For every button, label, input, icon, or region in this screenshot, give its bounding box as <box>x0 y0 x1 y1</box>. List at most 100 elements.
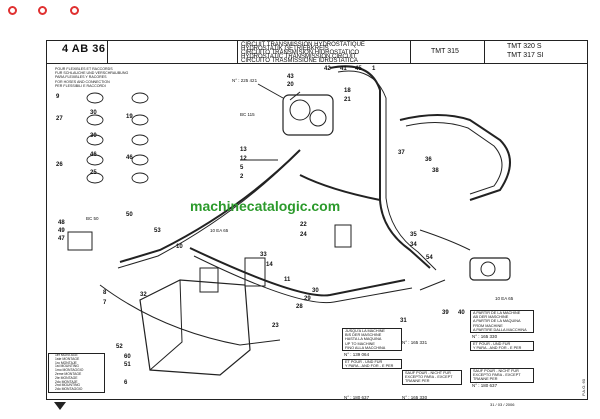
serial-line: Y PARA - AND FOR - E PER <box>473 346 522 351</box>
part-label: 12 <box>240 156 247 162</box>
part-label: 28 <box>296 304 303 310</box>
serial-line: EXCEPTO PARA - EXCEPT <box>473 373 521 378</box>
part-label: 1 <box>372 66 376 72</box>
serial-line: AB DER MASCHINE <box>473 315 509 320</box>
legend-line: 2do MONTAJE <box>55 379 78 384</box>
serial-line: A PARTIR DE LA MAQUINA <box>473 319 521 324</box>
serial-line: A PARTIR DE LA MACHINE <box>473 311 521 315</box>
part-label: 20 <box>287 82 294 88</box>
part-label: 33 <box>260 252 267 258</box>
serial-line: FINO ALLA MACCHINA <box>345 345 386 350</box>
model-2a: TMT 320 S <box>507 43 542 50</box>
part-label: 50 <box>126 212 133 218</box>
drawing-sheet: 4 AB 36 CIRCUIT TRANSMISSION HYDROSTATIQ… <box>46 40 588 400</box>
hose-label: 27 <box>56 116 63 122</box>
part-label: 36 <box>425 157 432 163</box>
hose-label: 19 <box>126 114 133 120</box>
title-line: CIRCUIT TRANSMISSION HYDROSTATIQUE <box>241 42 365 48</box>
part-ref: 10 EA 65 <box>210 228 229 233</box>
hose-label: 25 <box>90 170 97 176</box>
part-label: 10 <box>176 244 183 250</box>
title-line: HYDROSTATIK GETRIEBKREIS <box>241 46 329 52</box>
part-label: 39 <box>442 310 449 316</box>
legend-line: 2te MONTAGE <box>55 375 78 380</box>
part-label: 43 <box>287 74 294 80</box>
page-number: P.A.O. 60 <box>581 379 586 396</box>
part-label: 48 <box>58 220 65 226</box>
part-label: 6 <box>124 380 128 386</box>
watermark: machinecatalogic.com <box>190 198 341 214</box>
part-label: 11 <box>284 277 291 283</box>
serial-number: N° : 165 331 <box>402 340 428 345</box>
part-label: 8 <box>103 290 107 296</box>
part-label: 22 <box>300 222 307 228</box>
serial-box: JUSQU'A LA MACHINE BIS DER MASCHINE HAST… <box>342 328 402 352</box>
part-label: 49 <box>58 228 65 234</box>
model-1: TMT 315 <box>431 48 459 55</box>
part-label: 2 <box>240 174 244 180</box>
serial-line: TRANNE PER <box>405 379 430 384</box>
legend-line: 1st MOUNTING <box>55 364 79 369</box>
part-label: 51 <box>124 362 131 368</box>
part-ref: BC 50 <box>86 216 99 221</box>
hose-label: 46 <box>90 152 97 158</box>
model-cell: TMT 315 <box>409 41 485 63</box>
part-label: 30 <box>312 288 319 294</box>
hose-label: 30 <box>90 133 97 139</box>
part-ref: 10 EA 65 <box>495 296 514 301</box>
part-label: 40 <box>458 310 465 316</box>
legend-line: 1mo MONTAGGIO <box>55 368 84 373</box>
hose-label: 46 <box>126 155 133 161</box>
note-line: PARA FLEXIBLES Y RACORES <box>55 75 107 80</box>
title-cell: CIRCUIT TRANSMISSION HYDROSTATIQUE HYDRO… <box>237 41 411 64</box>
circle-marker-icon[interactable] <box>8 6 17 15</box>
serial-line: ET POUR - UND FUR <box>345 360 383 364</box>
circle-marker-icon[interactable] <box>70 6 79 15</box>
hose-label: 26 <box>56 162 63 168</box>
part-ref: BC 115 <box>240 112 255 117</box>
part-label: 38 <box>432 168 439 174</box>
serial-line: JUSQU'A LA MACHINE <box>345 329 385 333</box>
part-label: 60 <box>124 354 131 360</box>
part-label: 53 <box>154 228 161 234</box>
serial-line: Y PARA - AND FOR - E PER <box>345 364 394 369</box>
part-label: 41 <box>340 66 347 72</box>
part-label: 54 <box>426 255 433 261</box>
part-label: 5 <box>240 165 244 171</box>
serial-number: N° : 139 064 <box>344 352 370 357</box>
serial-box: SAUF POUR - NICHT FUR EXCEPTO PARA - EXC… <box>402 370 462 385</box>
serial-line: FROM MACHINE <box>473 323 503 328</box>
serial-number: N° : 180 637 <box>344 395 370 400</box>
ref-cell: 4 AB 36 <box>47 41 108 63</box>
serial-line: UP TO MACHINE <box>345 341 375 346</box>
down-arrow-icon[interactable] <box>54 402 66 410</box>
part-label: 21 <box>344 97 351 103</box>
part-label: 31 <box>400 318 407 324</box>
note-line: FOR HOSES AND CONNECTION <box>55 79 110 84</box>
part-label: 47 <box>58 236 65 242</box>
legend-line: 2do MONTAGGIO <box>55 387 83 392</box>
legend-line: 2eme MONTAGE <box>55 371 82 376</box>
part-label: 45 <box>355 66 362 72</box>
serial-line: HASTA LA MAQUINA <box>345 337 382 342</box>
part-label: 29 <box>304 296 311 302</box>
serial-line: SAUF POUR - NICHT FUR <box>405 371 451 375</box>
legend-line: 1ro MONTAJE <box>55 360 77 365</box>
part-ref: N° : 225 421 <box>232 78 258 83</box>
part-label: 23 <box>272 323 279 329</box>
title-line: CIRCUITO TRASMISSIONE IDROSTATICA <box>241 58 358 64</box>
serial-box: ET POUR - UND FUR Y PARA - AND FOR - E P… <box>470 341 534 352</box>
hose-label: 9 <box>56 94 60 100</box>
mounting-legend: 1er MONTAGE 1ste MONTAGE 1ro MONTAJE 1st… <box>48 353 105 393</box>
part-label: 35 <box>410 232 417 238</box>
serial-number: N° : 165 330 <box>402 395 428 400</box>
circle-marker-icon[interactable] <box>38 6 47 15</box>
part-label: 7 <box>103 300 107 306</box>
note-line: PER FLESSIBILI E RACCORDI <box>55 83 106 88</box>
part-label: 24 <box>300 232 307 238</box>
serial-box: ET POUR - UND FUR Y PARA - AND FOR - E P… <box>342 359 402 370</box>
part-label: 13 <box>240 147 247 153</box>
serial-line: TRANNE PER <box>473 377 498 382</box>
serial-line: SAUF POUR - NICHT FUR <box>473 369 519 373</box>
